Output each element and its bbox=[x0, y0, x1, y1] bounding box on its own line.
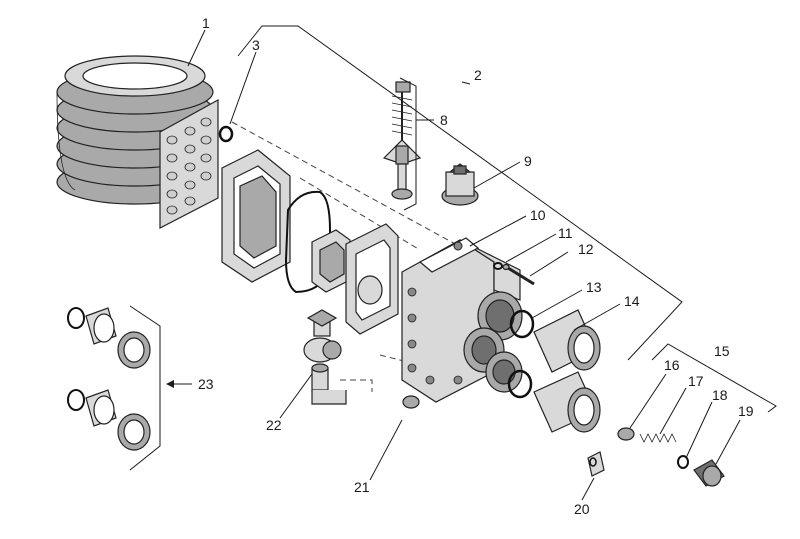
callout-20: 20 bbox=[574, 501, 590, 517]
callout-23: 23 bbox=[198, 376, 214, 392]
callout-9: 9 bbox=[524, 153, 532, 169]
callout-10: 10 bbox=[530, 207, 546, 223]
pipe-union-lower bbox=[67, 389, 151, 451]
callout-17: 17 bbox=[688, 373, 704, 389]
callout-labels: 1 2 3 8 9 10 11 12 13 14 15 16 17 18 19 … bbox=[198, 15, 754, 517]
washer bbox=[493, 262, 503, 270]
callout-3: 3 bbox=[252, 37, 260, 53]
callout-2: 2 bbox=[474, 67, 482, 83]
callout-19: 19 bbox=[738, 403, 754, 419]
check-valve-o-ring bbox=[677, 455, 689, 469]
o-ring-small bbox=[218, 125, 234, 143]
check-valve-spring bbox=[639, 433, 677, 443]
callout-12: 12 bbox=[578, 241, 594, 257]
callout-8: 8 bbox=[440, 112, 448, 128]
drain-plug bbox=[402, 395, 420, 409]
callout-16: 16 bbox=[664, 357, 680, 373]
callout-11: 11 bbox=[558, 225, 573, 241]
callout-1: 1 bbox=[202, 15, 210, 31]
bolt bbox=[502, 263, 535, 286]
leader-lines bbox=[129, 25, 777, 501]
union-fitting-upper bbox=[533, 309, 601, 373]
retaining-clip bbox=[587, 451, 605, 477]
callout-15: 15 bbox=[714, 343, 730, 359]
temperature-sensor bbox=[441, 163, 479, 206]
callout-14: 14 bbox=[624, 293, 640, 309]
flow-diverter bbox=[311, 229, 351, 293]
pressure-relief-valve bbox=[382, 81, 422, 200]
union-o-ring-upper bbox=[509, 309, 535, 339]
heat-exchanger-coil bbox=[56, 55, 219, 229]
bypass-valve bbox=[303, 309, 347, 405]
gasket-plate bbox=[221, 149, 291, 283]
check-valve-cap bbox=[693, 459, 725, 487]
callout-18: 18 bbox=[712, 387, 728, 403]
callout-21: 21 bbox=[354, 479, 370, 495]
front-gasket bbox=[345, 223, 399, 335]
callout-13: 13 bbox=[586, 279, 602, 295]
pipe-union-upper bbox=[67, 307, 151, 369]
union-fitting-lower bbox=[533, 371, 601, 433]
union-o-ring-lower bbox=[507, 369, 533, 399]
check-valve-seat bbox=[617, 427, 635, 441]
header-body bbox=[401, 237, 523, 403]
callout-22: 22 bbox=[266, 417, 282, 433]
